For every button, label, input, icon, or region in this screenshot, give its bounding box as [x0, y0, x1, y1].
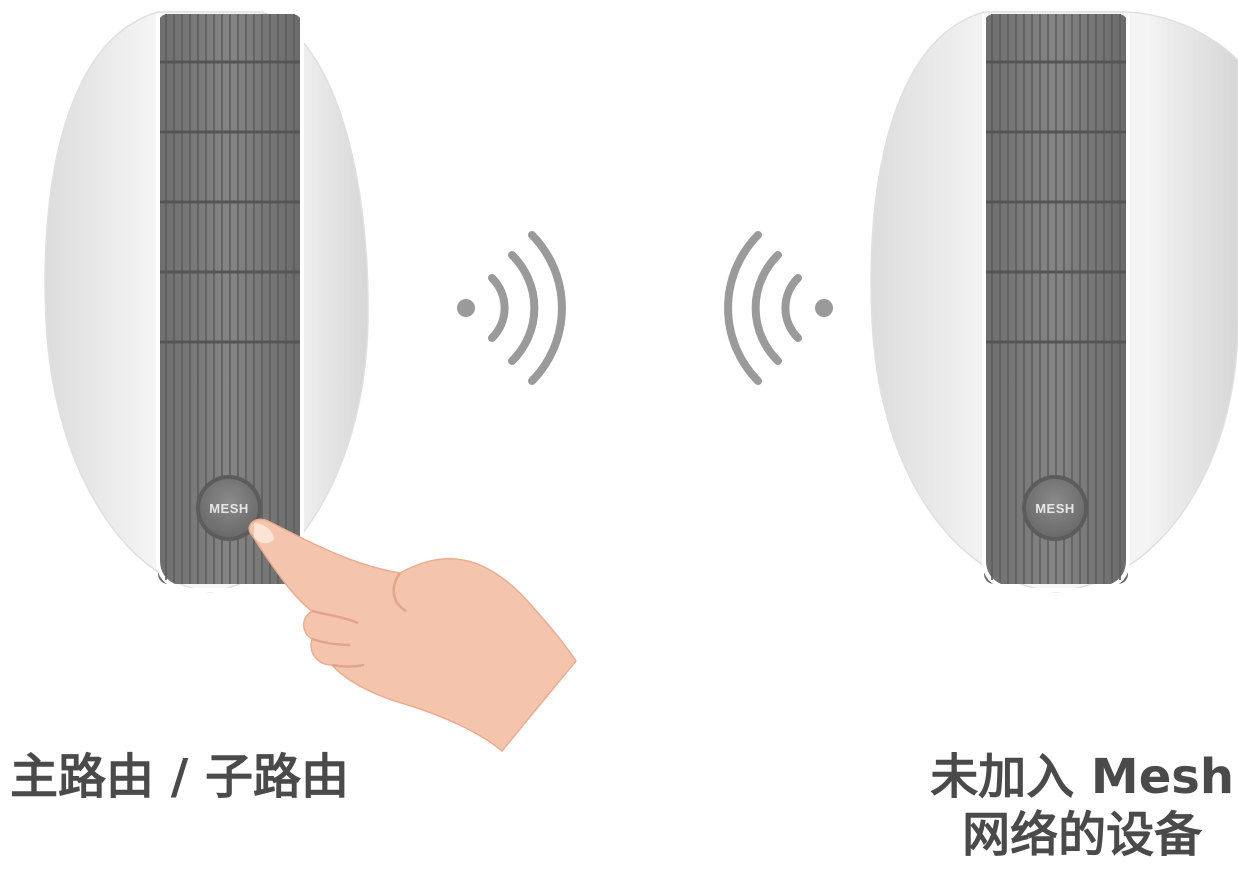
caption-line: 主路由 / 子路由	[10, 749, 349, 805]
signal-wave-3	[528, 231, 566, 385]
mesh-button-label: MESH	[209, 501, 249, 516]
signal-wave-2	[751, 251, 782, 365]
signal-wave-1	[781, 274, 802, 342]
signal-dot	[815, 299, 833, 317]
signal-wave-3	[724, 231, 762, 385]
mesh-button-label: MESH	[1035, 501, 1075, 516]
signal-dot	[457, 299, 475, 317]
signal-waves-outgoing	[457, 231, 566, 385]
router-main: MESH	[44, 11, 369, 593]
signal-waves-incoming	[724, 231, 833, 385]
mesh-button[interactable]: MESH	[1022, 475, 1088, 541]
signal-wave-1	[488, 274, 509, 342]
pointing-hand-icon	[248, 518, 577, 753]
caption-main-router: 主路由 / 子路由	[10, 748, 349, 806]
caption-line: 网络的设备	[962, 807, 1203, 863]
caption-new-device: 未加入 Mesh 网络的设备	[930, 748, 1234, 864]
caption-line: 未加入 Mesh	[930, 749, 1234, 805]
router-new-device: MESH	[870, 11, 1238, 593]
mesh-button[interactable]: MESH	[196, 475, 262, 541]
signal-wave-2	[508, 251, 539, 365]
